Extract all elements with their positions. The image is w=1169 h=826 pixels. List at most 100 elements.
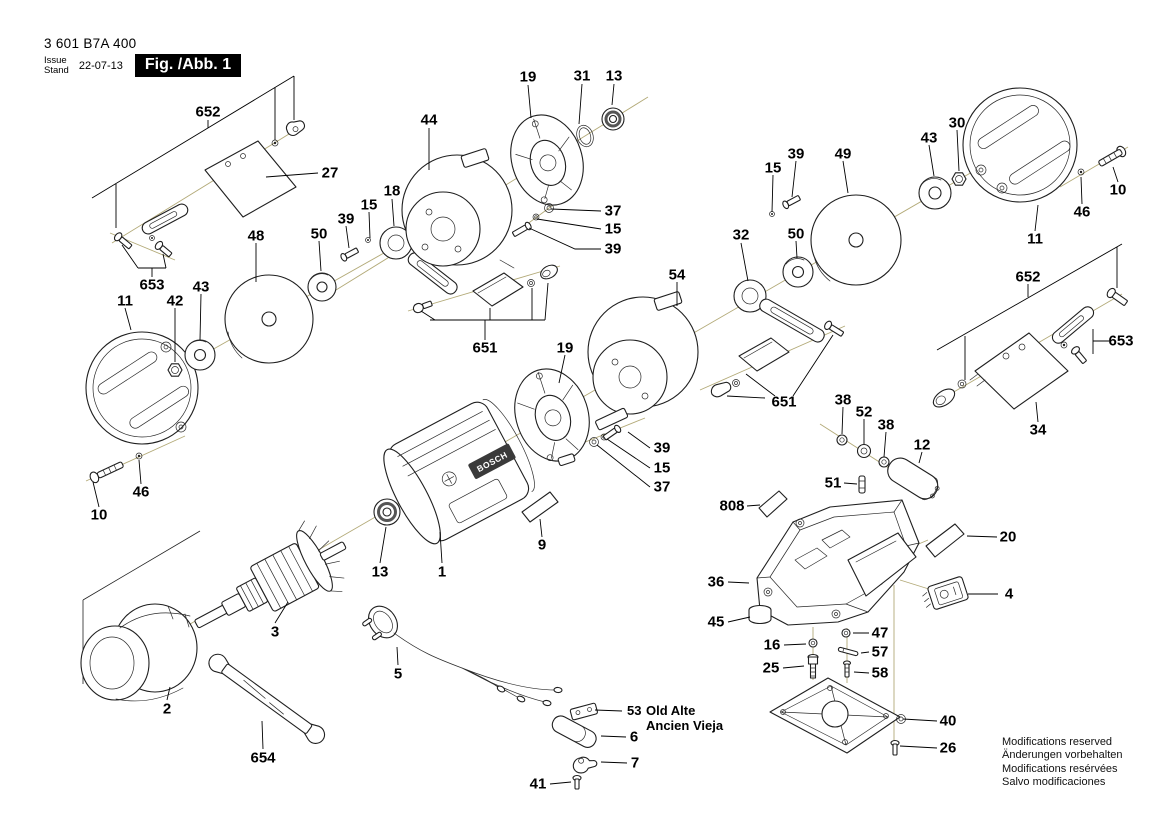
part-screw-41 bbox=[572, 774, 582, 790]
callout-56-26: 26 bbox=[940, 740, 957, 757]
callout-0-652: 652 bbox=[195, 104, 220, 121]
callout-40-38: 38 bbox=[835, 392, 852, 409]
part-screw-653-right bbox=[1060, 341, 1087, 364]
part-motor-housing-1: BOSCH bbox=[383, 399, 535, 545]
callout-35-19: 19 bbox=[557, 340, 574, 357]
callout-6-15: 15 bbox=[361, 197, 378, 214]
callout-20-10: 10 bbox=[91, 507, 108, 524]
part-bearing-13-left bbox=[373, 498, 401, 526]
callout-52-25: 25 bbox=[763, 660, 780, 677]
part-flange-43-right bbox=[918, 176, 952, 210]
part-wheel-guard-left bbox=[85, 331, 199, 445]
part-knob-652-right bbox=[932, 388, 956, 408]
callout-16-11: 11 bbox=[117, 293, 133, 310]
part-switch-4 bbox=[922, 576, 969, 610]
callout-39-651: 651 bbox=[771, 394, 796, 411]
part-power-cord-5 bbox=[362, 605, 563, 707]
part-ring-31 bbox=[576, 124, 594, 148]
callout-5-39: 39 bbox=[338, 211, 355, 228]
callout-19-46: 46 bbox=[133, 484, 150, 501]
part-label-808 bbox=[758, 490, 788, 518]
part-wheel-guard-right bbox=[962, 87, 1078, 203]
part-set-651-right bbox=[710, 320, 844, 398]
callout-13-15: 15 bbox=[605, 221, 622, 238]
callout-45-808: 808 bbox=[719, 498, 744, 515]
part-screw-39-left bbox=[340, 247, 359, 262]
callout-38-37: 37 bbox=[654, 479, 671, 496]
part-nut-16 bbox=[808, 638, 818, 648]
callout-59-13: 13 bbox=[372, 564, 389, 581]
part-bracket-18 bbox=[379, 226, 458, 295]
part-clamp-top-left bbox=[285, 120, 305, 136]
callout-28-30: 30 bbox=[949, 115, 966, 132]
part-washer-652-right bbox=[957, 379, 967, 389]
callout-26-49: 49 bbox=[835, 146, 852, 163]
callout-24-15: 15 bbox=[765, 160, 782, 177]
callout-32-652: 652 bbox=[1015, 269, 1040, 286]
part-plate-34 bbox=[969, 332, 1069, 410]
callout-14-39: 39 bbox=[605, 241, 622, 258]
title-block: 3 601 B7A 400 Issue Stand 22-07-13 Fig. … bbox=[44, 36, 242, 77]
part-screwset-bottom bbox=[589, 424, 622, 447]
callout-12-37: 37 bbox=[605, 203, 622, 220]
part-flange-50-left bbox=[307, 272, 337, 302]
callout-51-47: 47 bbox=[872, 625, 889, 642]
callout-58-1: 1 bbox=[438, 564, 446, 581]
callout-3-48: 48 bbox=[248, 228, 265, 245]
part-end-cover-19-bottom bbox=[514, 368, 590, 467]
callout-17-42: 42 bbox=[167, 293, 184, 310]
callout-53-57: 57 bbox=[872, 644, 889, 661]
callout-34-34: 34 bbox=[1030, 422, 1047, 439]
part-base-housing-36 bbox=[756, 499, 920, 626]
part-bearing-13-top bbox=[601, 107, 625, 131]
part-washer-46-right bbox=[1077, 168, 1085, 176]
part-wheel-housing-left-44 bbox=[401, 148, 515, 269]
part-lever-653-right bbox=[1051, 306, 1095, 344]
callout-62-654: 654 bbox=[250, 750, 276, 767]
old-version-note: 53 Old Alte Ancien Vieja bbox=[627, 703, 724, 733]
callout-57-9: 9 bbox=[538, 537, 546, 554]
brand-band bbox=[468, 443, 516, 479]
part-screws-653-left bbox=[113, 232, 173, 258]
callout-25-39: 39 bbox=[788, 146, 805, 163]
part-screw-26 bbox=[890, 739, 900, 756]
callout-50-16: 16 bbox=[764, 637, 781, 654]
part-grinding-wheel-48 bbox=[224, 274, 314, 364]
part-bottom-plate-40 bbox=[769, 677, 906, 754]
part-wheel-housing-right-54 bbox=[587, 291, 699, 431]
part-label-9 bbox=[521, 491, 559, 523]
modifications-note: Modifications reserved Änderungen vorbeh… bbox=[1002, 736, 1123, 789]
callout-43-12: 12 bbox=[914, 437, 931, 454]
part-flange-50-right bbox=[782, 256, 814, 288]
callout-31-10: 10 bbox=[1110, 182, 1127, 199]
part-pin-51 bbox=[858, 475, 866, 494]
part-pin-57 bbox=[837, 646, 859, 657]
part-bolt-652-right bbox=[1106, 287, 1128, 306]
document-part-number: 3 601 B7A 400 bbox=[44, 36, 137, 51]
leader-lines bbox=[92, 83, 1119, 785]
old-note-line2: Ancien Vieja bbox=[646, 718, 724, 733]
part-screwset-top bbox=[512, 203, 554, 237]
part-washer-52 bbox=[856, 443, 872, 459]
callout-22-32: 32 bbox=[733, 227, 750, 244]
part-flange-43-left bbox=[184, 339, 216, 371]
callout-64-6: 6 bbox=[630, 729, 638, 746]
callout-4-50: 50 bbox=[311, 226, 328, 243]
part-armature-3 bbox=[194, 520, 347, 629]
callout-15-651: 651 bbox=[472, 340, 497, 357]
part-bolt-10-left bbox=[89, 461, 124, 484]
callout-23-50: 50 bbox=[788, 226, 805, 243]
callout-44-51: 51 bbox=[825, 475, 842, 492]
callout-47-36: 36 bbox=[708, 574, 725, 591]
part-end-cover-19-top bbox=[510, 114, 584, 206]
callout-48-45: 45 bbox=[708, 614, 725, 631]
callout-8-44: 44 bbox=[421, 112, 438, 129]
part-bolt-25 bbox=[807, 653, 819, 679]
callout-11-13: 13 bbox=[606, 68, 623, 85]
part-label-20 bbox=[925, 523, 965, 558]
callout-63-5: 5 bbox=[394, 666, 402, 683]
callout-65-7: 7 bbox=[631, 755, 639, 772]
callout-9-19: 19 bbox=[520, 69, 537, 86]
